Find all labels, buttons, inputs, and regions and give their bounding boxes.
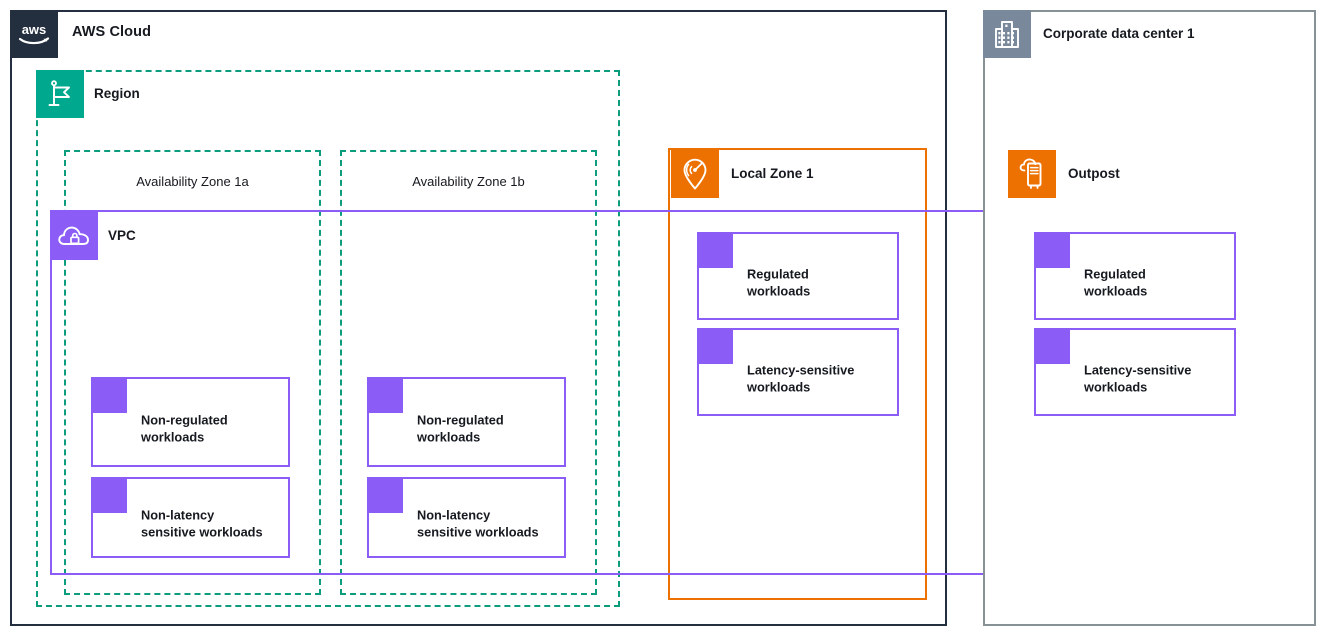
workload-line-1: Non-regulated [417,412,504,428]
workload-icon [697,232,733,268]
workload-card[interactable]: Latency-sensitive workloads [1034,328,1236,416]
vpc-label: VPC [108,228,136,243]
workload-line-1: Non-regulated [141,412,228,428]
workload-icon [697,328,733,364]
region-container [36,70,620,607]
local-zone-pin-icon [671,150,719,198]
workload-line-2: sensitive workloads [141,524,263,540]
local-zone-container [668,148,927,600]
availability-zone-1b-label: Availability Zone 1b [412,174,525,189]
svg-text:aws: aws [22,22,47,37]
availability-zone-1b-container: Availability Zone 1b [340,150,597,595]
workload-card[interactable]: Non-regulated workloads [91,377,290,467]
region-flag-icon [36,70,84,118]
availability-zone-1a-container: Availability Zone 1a [64,150,321,595]
workload-line-2: workloads [747,283,811,299]
workload-card-label: Non-latency sensitive workloads [417,506,556,541]
workload-line-1: Latency-sensitive [747,362,855,378]
outpost-rack-icon [1008,150,1056,198]
workload-line-1: Non-latency [417,507,491,523]
workload-card[interactable]: Latency-sensitive workloads [697,328,899,416]
workload-line-2: sensitive workloads [417,524,539,540]
outpost-label: Outpost [1068,166,1120,181]
workload-line-2: workloads [747,379,811,395]
workload-line-1: Latency-sensitive [1084,362,1192,378]
workload-icon [367,377,403,413]
workload-icon [91,377,127,413]
workload-card[interactable]: Non-latency sensitive workloads [367,477,566,558]
workload-card-label: Non-latency sensitive workloads [141,506,280,541]
workload-line-2: workloads [1084,283,1148,299]
workload-card-label: Latency-sensitive workloads [747,361,889,396]
workload-line-1: Regulated [747,266,809,282]
workload-line-2: workloads [417,429,481,445]
workload-icon [91,477,127,513]
workload-card-label: Non-regulated workloads [141,412,280,447]
building-icon [983,10,1031,58]
workload-card-label: Regulated workloads [1084,265,1226,300]
workload-line-2: workloads [141,429,205,445]
availability-zone-1a-label: Availability Zone 1a [136,174,249,189]
region-label: Region [94,86,140,101]
workload-card[interactable]: Regulated workloads [1034,232,1236,320]
workload-icon [1034,328,1070,364]
workload-line-1: Regulated [1084,266,1146,282]
local-zone-label: Local Zone 1 [731,166,814,181]
workload-card-label: Non-regulated workloads [417,412,556,447]
workload-card[interactable]: Non-regulated workloads [367,377,566,467]
corporate-data-center-label: Corporate data center 1 [1043,26,1195,41]
workload-card-label: Latency-sensitive workloads [1084,361,1226,396]
aws-cloud-label: AWS Cloud [72,24,152,40]
workload-card[interactable]: Regulated workloads [697,232,899,320]
vpc-cloud-lock-icon [50,212,98,260]
workload-card[interactable]: Non-latency sensitive workloads [91,477,290,558]
workload-line-2: workloads [1084,379,1148,395]
workload-card-label: Regulated workloads [747,265,889,300]
workload-line-1: Non-latency [141,507,215,523]
aws-logo-icon: aws [10,10,58,58]
workload-icon [367,477,403,513]
workload-icon [1034,232,1070,268]
